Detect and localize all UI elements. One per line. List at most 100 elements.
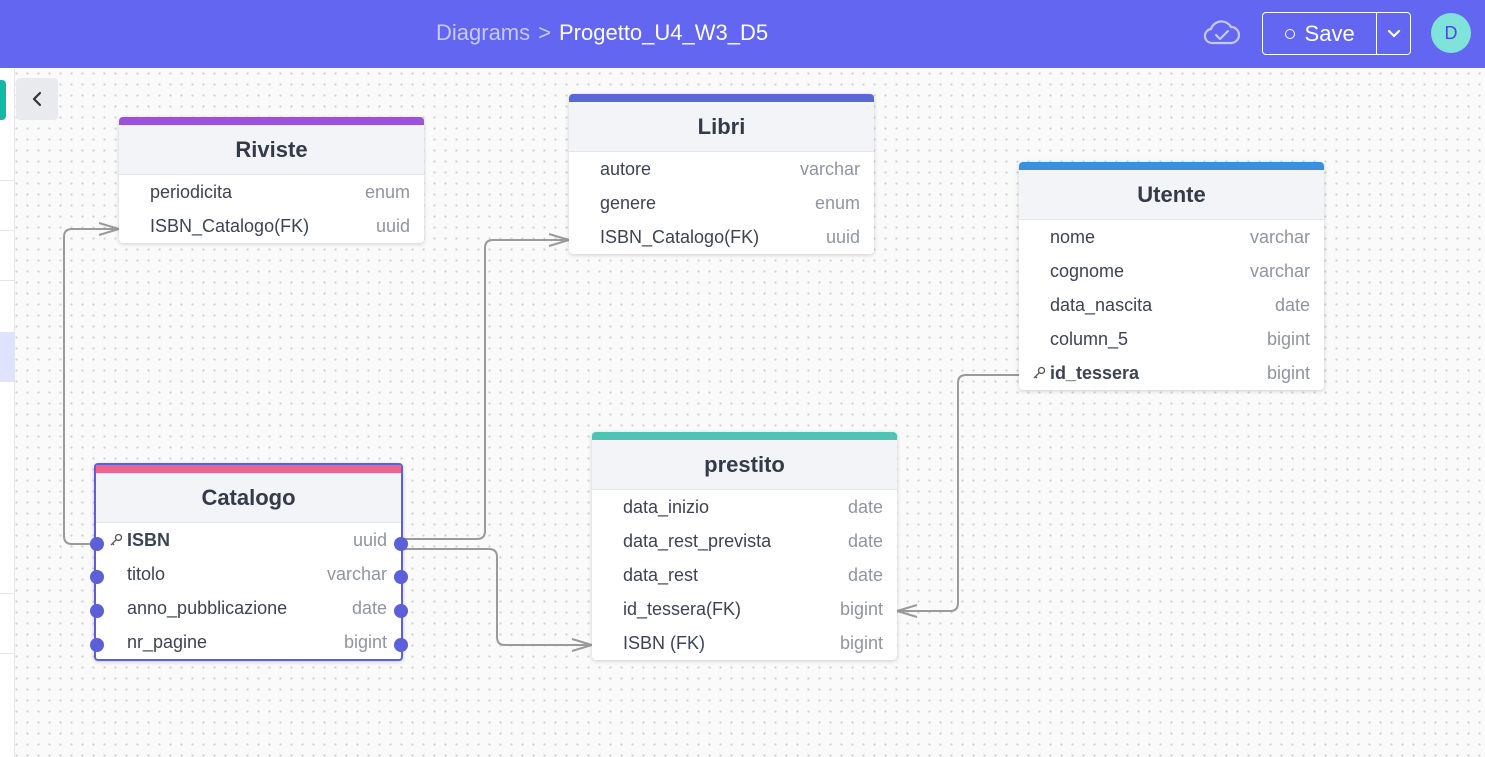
breadcrumb-diagrams-link[interactable]: Diagrams — [436, 20, 531, 45]
table-row[interactable]: ISBN_Catalogo(FK) uuid — [569, 220, 874, 254]
sidebar-active-indicator — [0, 80, 6, 120]
diagram-title[interactable]: Progetto_U4_W3_D5 — [559, 20, 769, 45]
column-type: bigint — [839, 598, 883, 619]
column-name: titolo — [127, 563, 166, 584]
column-type: date — [351, 597, 387, 618]
connection-handle[interactable] — [90, 638, 104, 652]
table-color-bar — [1019, 162, 1324, 170]
column-name: ISBN_Catalogo(FK) — [600, 226, 760, 247]
table-row[interactable]: data_inizio date — [592, 490, 897, 524]
table-row[interactable]: column_5 bigint — [1019, 322, 1324, 356]
save-options-button[interactable] — [1376, 13, 1410, 54]
connection-handle[interactable] — [394, 570, 408, 584]
table-row[interactable]: data_nascita date — [1019, 288, 1324, 322]
column-type: varchar — [326, 563, 387, 584]
column-type: date — [847, 496, 883, 517]
column-name: data_inizio — [623, 496, 710, 517]
connection-handle[interactable] — [394, 604, 408, 618]
sidebar-divider — [0, 593, 15, 594]
save-button-group: Save — [1262, 12, 1411, 55]
key-icon — [1033, 366, 1046, 379]
table-row[interactable]: ISBN_Catalogo(FK) uuid — [119, 209, 424, 243]
table-row[interactable]: data_rest date — [592, 558, 897, 592]
save-label: Save — [1304, 20, 1355, 46]
column-type: enum — [364, 181, 410, 202]
top-bar: Diagrams > Progetto_U4_W3_D5 Save D — [0, 0, 1485, 68]
column-type: uuid — [825, 226, 860, 247]
table-header[interactable]: Catalogo — [96, 473, 401, 523]
column-name: data_nascita — [1050, 294, 1153, 315]
table-header[interactable]: Libri — [569, 102, 874, 152]
table-utente[interactable]: Utente nome varchar cognome varchar data… — [1019, 162, 1324, 390]
sidebar-divider — [0, 180, 15, 181]
table-row[interactable]: ISBN (FK) bigint — [592, 626, 897, 660]
table-row[interactable]: anno_pubblicazione date — [96, 591, 401, 625]
column-type: bigint — [1266, 328, 1310, 349]
column-name: cognome — [1050, 260, 1125, 281]
table-riviste[interactable]: Riviste periodicita enum ISBN_Catalogo(F… — [119, 117, 424, 243]
column-type: bigint — [839, 632, 883, 653]
primary-key-column: id_tessera — [1033, 362, 1140, 384]
table-header[interactable]: prestito — [592, 440, 897, 490]
table-row[interactable]: periodicita enum — [119, 175, 424, 209]
column-name: anno_pubblicazione — [127, 597, 288, 618]
column-name: genere — [600, 192, 657, 213]
column-type: bigint — [343, 631, 387, 652]
table-row[interactable]: titolo varchar — [96, 557, 401, 591]
column-type: uuid — [352, 529, 387, 550]
sidebar-divider — [0, 230, 15, 231]
table-color-bar — [96, 465, 401, 473]
connection-handle[interactable] — [90, 570, 104, 584]
table-row[interactable]: nome varchar — [1019, 220, 1324, 254]
column-name: data_rest_prevista — [623, 530, 772, 551]
table-header[interactable]: Riviste — [119, 125, 424, 175]
column-name: periodicita — [150, 181, 233, 202]
column-name: column_5 — [1050, 328, 1129, 349]
table-row[interactable]: id_tessera bigint — [1019, 356, 1324, 390]
column-type: varchar — [1249, 260, 1310, 281]
save-button[interactable]: Save — [1263, 13, 1376, 54]
cloud-check-icon[interactable] — [1202, 16, 1242, 50]
table-row[interactable]: id_tessera(FK) bigint — [592, 592, 897, 626]
connection-handle[interactable] — [394, 537, 408, 551]
table-row[interactable]: autore varchar — [569, 152, 874, 186]
table-prestito[interactable]: prestito data_inizio date data_rest_prev… — [592, 432, 897, 660]
chevron-left-icon — [32, 91, 42, 107]
column-type: date — [1274, 294, 1310, 315]
column-name: ISBN — [127, 529, 171, 550]
table-header[interactable]: Utente — [1019, 170, 1324, 220]
table-color-bar — [592, 432, 897, 440]
connection-handle[interactable] — [394, 638, 408, 652]
table-color-bar — [119, 117, 424, 125]
table-catalogo[interactable]: Catalogo ISBN uuid titolo varchar anno_p… — [94, 463, 403, 661]
breadcrumb-separator: > — [538, 20, 551, 45]
table-row[interactable]: ISBN uuid — [96, 523, 401, 557]
column-name: nr_pagine — [127, 631, 208, 652]
column-name: ISBN (FK) — [623, 632, 706, 653]
column-name: id_tessera — [1050, 362, 1140, 383]
sidebar-divider — [0, 653, 15, 654]
sidebar-item-selected[interactable] — [0, 332, 15, 382]
table-color-bar — [569, 94, 874, 102]
save-status-dot — [1284, 28, 1295, 39]
connection-handle[interactable] — [90, 604, 104, 618]
table-row[interactable]: genere enum — [569, 186, 874, 220]
column-name: ISBN_Catalogo(FK) — [150, 215, 310, 236]
breadcrumb: Diagrams > Progetto_U4_W3_D5 — [436, 20, 768, 46]
column-name: data_rest — [623, 564, 699, 585]
column-name: nome — [1050, 226, 1096, 247]
column-type: enum — [814, 192, 860, 213]
connection-handle[interactable] — [90, 537, 104, 551]
column-type: varchar — [799, 158, 860, 179]
sidebar-divider — [0, 280, 15, 281]
avatar[interactable]: D — [1431, 13, 1471, 53]
column-type: varchar — [1249, 226, 1310, 247]
column-type: date — [847, 564, 883, 585]
table-row[interactable]: cognome varchar — [1019, 254, 1324, 288]
table-row[interactable]: data_rest_prevista date — [592, 524, 897, 558]
key-icon — [110, 533, 123, 546]
table-row[interactable]: nr_pagine bigint — [96, 625, 401, 659]
primary-key-column: ISBN — [110, 529, 171, 551]
table-libri[interactable]: Libri autore varchar genere enum ISBN_Ca… — [569, 94, 874, 254]
collapse-sidebar-button[interactable] — [16, 78, 58, 120]
